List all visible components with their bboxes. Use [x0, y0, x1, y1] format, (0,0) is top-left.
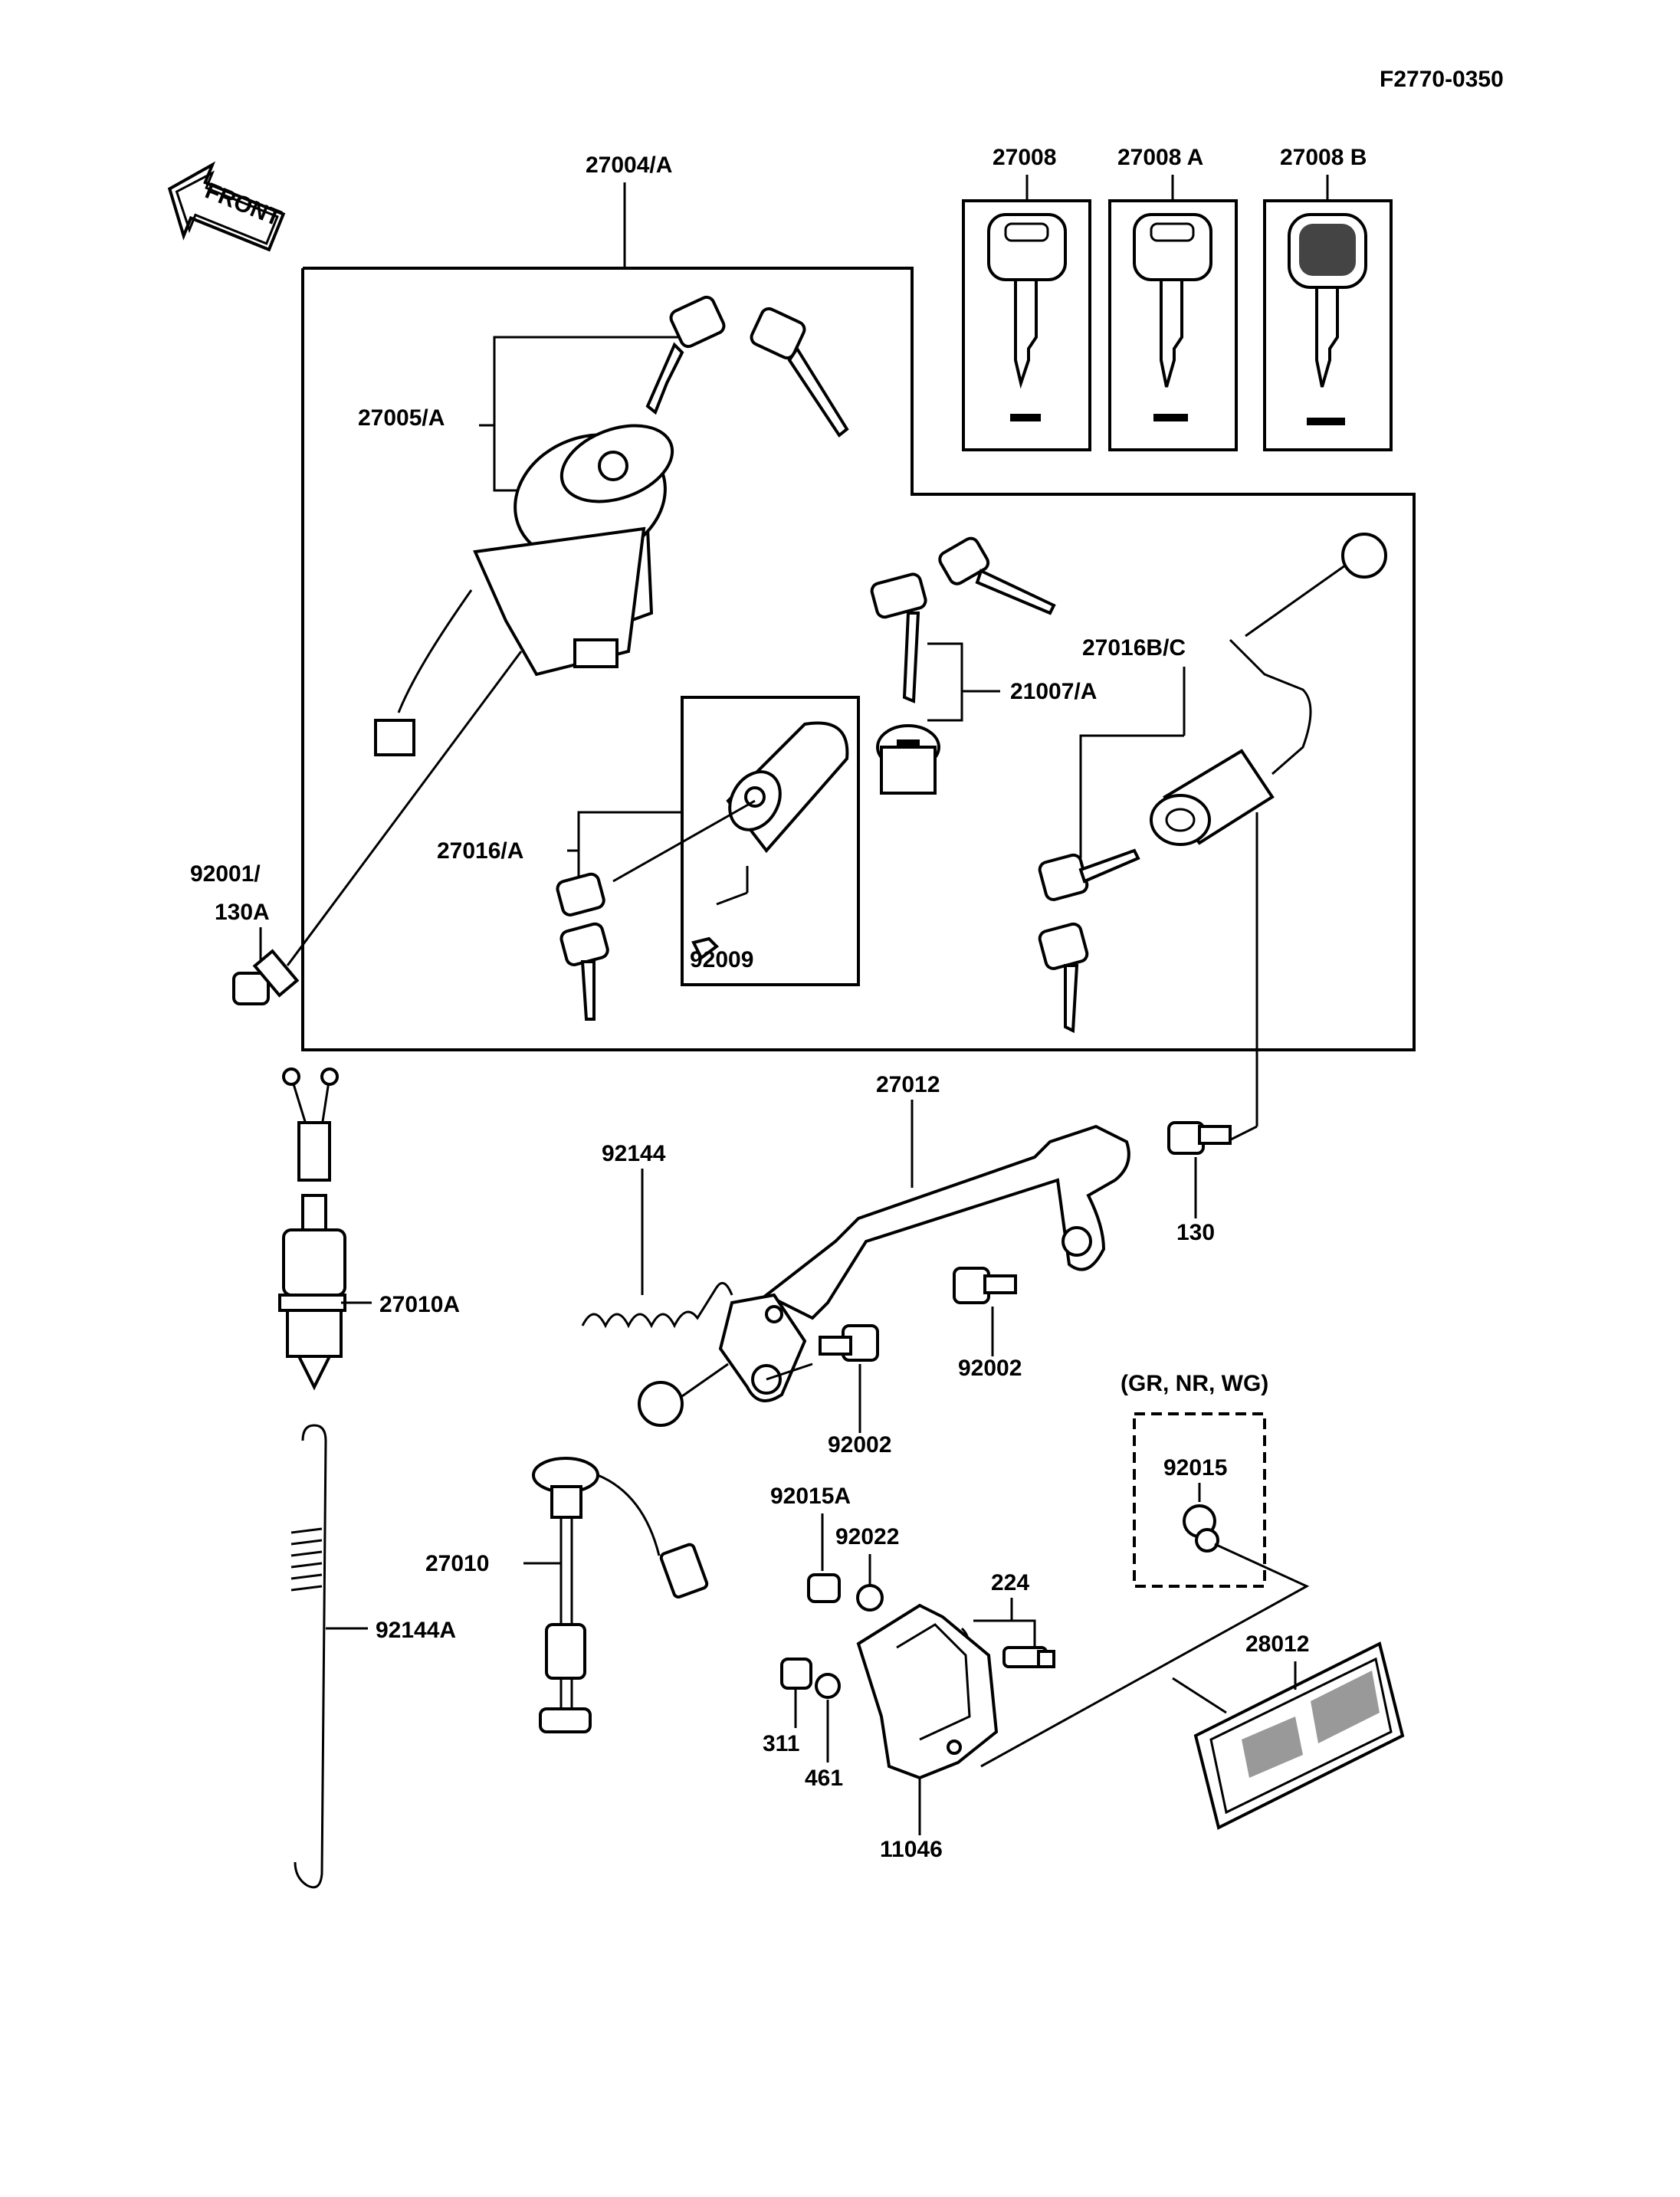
steering-lock-keys-icon	[1038, 848, 1140, 1034]
callout-92009: 92009	[690, 947, 753, 972]
callout-27008a: 27008 A	[1117, 145, 1203, 170]
callout-92022: 92022	[835, 1524, 899, 1549]
reflector-28012-icon	[1193, 1641, 1405, 1830]
callout-224: 224	[991, 1570, 1029, 1595]
callout-130a: 130A	[215, 900, 270, 925]
key-27008-icon	[987, 213, 1067, 421]
bolt-130-icon	[1167, 1121, 1232, 1155]
callout-92015a: 92015A	[770, 1484, 851, 1509]
seat-lock-keys-icon	[870, 536, 1056, 703]
callout-27016-a: 27016/A	[437, 838, 523, 864]
diagram-id: F2770-0350	[1380, 67, 1504, 92]
bolt-92002-b-icon	[953, 1267, 1017, 1304]
callout-27005-a: 27005/A	[358, 405, 445, 431]
callout-311: 311	[763, 1731, 799, 1756]
key-27008a-icon	[1133, 213, 1212, 421]
callout-92144: 92144	[602, 1141, 666, 1166]
callout-92002-a: 92002	[828, 1432, 891, 1458]
helmet-lock-icon	[691, 721, 849, 961]
callout-27016bc: 27016B/C	[1082, 635, 1186, 661]
callout-27010: 27010	[425, 1551, 489, 1576]
reflector-bracket-icon	[856, 1603, 999, 1780]
steering-lock-icon	[1150, 638, 1312, 846]
callout-11046: 11046	[880, 1837, 943, 1862]
callout-92144a: 92144A	[376, 1618, 456, 1643]
seat-lock-cylinder-icon	[876, 724, 940, 795]
callout-28012: 28012	[1245, 1631, 1309, 1657]
callout-92002-b: 92002	[958, 1356, 1022, 1381]
stand-bracket-icon	[718, 1124, 1130, 1402]
key-27008b-icon	[1288, 213, 1367, 425]
marker-a-bottom	[638, 1381, 684, 1427]
washer-92015-icon	[1183, 1504, 1219, 1553]
marker-a-top	[1341, 533, 1387, 579]
callout-21007-a: 21007/A	[1010, 679, 1097, 704]
spring-92144a-icon	[290, 1424, 327, 1889]
bolt-92002-a-icon	[819, 1324, 879, 1362]
callout-27008: 27008	[993, 145, 1056, 170]
region-note: (GR, NR, WG)	[1121, 1371, 1268, 1396]
washer-92022-icon	[856, 1584, 884, 1612]
helmet-lock-keys-icon	[556, 872, 609, 1021]
callout-130: 130	[1176, 1220, 1215, 1245]
callout-27012: 27012	[876, 1072, 940, 1097]
callout-27004-a: 27004/A	[586, 152, 672, 178]
front-arrow-icon	[167, 161, 286, 252]
ignition-switch-icon	[374, 424, 674, 756]
bolt-92001-icon	[232, 949, 300, 1005]
callout-92015: 92015	[1163, 1455, 1227, 1481]
callout-461: 461	[805, 1766, 843, 1791]
switch-27010a-icon	[278, 1067, 346, 1391]
washer-461-icon	[815, 1673, 841, 1699]
ignition-assembly-boundary	[301, 267, 1416, 1051]
callout-92001: 92001/	[190, 861, 261, 887]
callout-27008b: 27008 B	[1280, 145, 1367, 170]
ignition-keys-icon	[645, 295, 849, 438]
nut-92015a-icon	[807, 1573, 841, 1603]
switch-27010-icon	[532, 1457, 709, 1733]
spring-92144-icon	[581, 1281, 733, 1329]
nut-311-icon	[780, 1658, 812, 1690]
callout-27010a: 27010A	[379, 1292, 460, 1317]
